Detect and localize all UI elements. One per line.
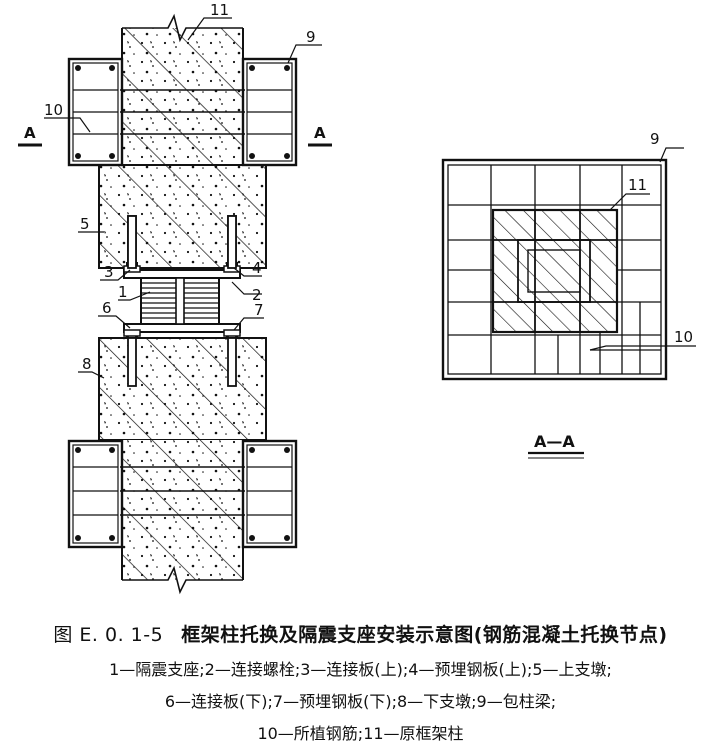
connecting-bolts-upper-overlay [127,215,237,269]
elevation-view: A A [18,1,332,595]
callout-11: 11 [210,1,229,19]
original-frame-column-upper [121,13,244,170]
callout-9-section: 9 [650,130,660,148]
callout-11-section: 11 [628,176,647,194]
upper-pier [98,164,267,269]
lower-pier [98,337,267,441]
callout-10: 10 [44,101,63,119]
section-original-column [491,208,619,334]
figure-caption-title: 图 E. 0. 1-5 框架柱托换及隔震支座安装示意图(钢筋混凝土托换节点) [0,620,721,647]
upper-connecting-plate [123,269,241,279]
section-a-a-view: 9 11 10 A—A [441,130,696,459]
callout-3: 3 [104,263,114,281]
callouts-elevation [44,17,322,379]
break-line-top [122,13,243,43]
figure-title: 框架柱托换及隔震支座安装示意图(钢筋混凝土托换节点) [181,624,668,646]
svg-text:A—A: A—A [534,432,575,451]
callout-labels-section: 9 11 10 [628,130,693,346]
callout-1: 1 [118,283,128,301]
figure-number: 图 E. 0. 1-5 [53,624,164,646]
jacket-beam-upper-left [67,57,124,167]
callout-5: 5 [80,215,90,233]
callout-2: 2 [252,286,262,304]
column-underpinning-diagram: A A [18,1,696,595]
callout-10-section: 10 [674,328,693,346]
planted-rebars-lower [120,466,245,516]
planted-rebars-upper [120,89,245,135]
callout-8: 8 [82,355,92,373]
svg-text:A: A [24,124,36,142]
callout-9: 9 [306,28,316,46]
jacket-beam-upper-right [241,57,298,167]
isolation-bearing [140,277,220,325]
section-view-title: A—A [528,432,584,459]
section-cut-mark-left: A [18,124,42,147]
callout-7: 7 [254,301,264,319]
legend-line-2: 6—连接板(下);7—预埋钢板(下);8—下支墩;9—包柱梁; [164,692,557,711]
original-frame-column-lower [121,440,244,595]
jacket-beam-lower-left [67,439,124,549]
callouts-section [589,147,696,351]
legend-line-3: 10—所植钢筋;11—原框架柱 [257,724,464,743]
legend-line-1: 1—隔震支座;2—连接螺栓;3—连接板(上);4—预埋钢板(上);5—上支墩; [109,660,612,679]
lower-connecting-plate [123,323,241,333]
callout-6: 6 [102,299,112,317]
section-cut-mark-right: A [308,124,332,147]
callout-labels-elevation: 11 9 10 5 3 1 4 2 6 7 8 [44,1,316,373]
jacket-beam-lower-right [241,439,298,549]
svg-text:A: A [314,124,326,142]
callout-4: 4 [252,259,262,277]
break-line-bottom [122,565,243,595]
